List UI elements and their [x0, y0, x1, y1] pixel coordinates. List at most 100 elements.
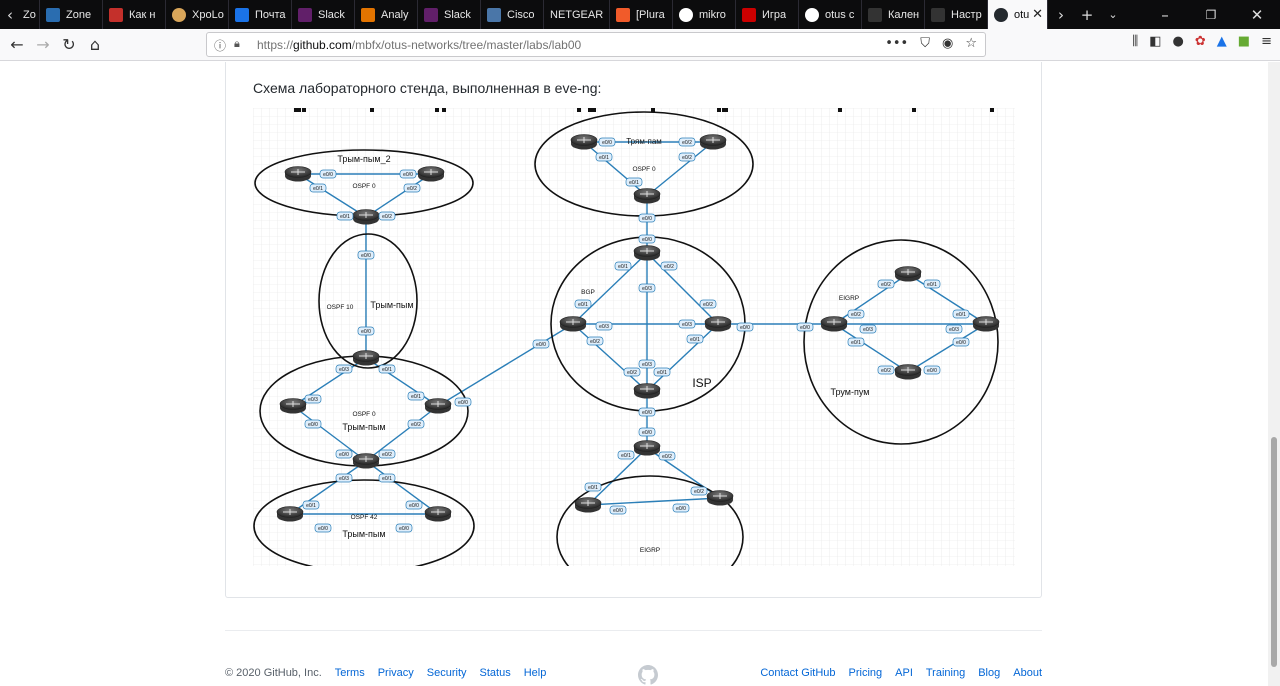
router-icon[interactable] — [352, 453, 380, 469]
router-icon[interactable] — [284, 166, 312, 182]
footer-link-contact[interactable]: Contact GitHub — [760, 667, 836, 679]
tab-scroll-right-button[interactable]: › — [1058, 5, 1064, 24]
port-badge: e0/0 — [672, 503, 690, 513]
footer-link-status[interactable]: Status — [479, 667, 511, 679]
menu-icon[interactable]: ≡ — [1261, 34, 1272, 49]
extension-icon[interactable]: ■ — [1237, 34, 1251, 49]
tab[interactable]: Кален — [862, 0, 925, 29]
router-icon[interactable] — [894, 266, 922, 282]
site-info-icon[interactable]: ⓘ — [214, 39, 227, 53]
tab[interactable]: [Plura — [610, 0, 673, 29]
extension-icon[interactable]: ✿ — [1194, 34, 1206, 49]
tab[interactable]: otus c — [799, 0, 862, 29]
router-label: R6 — [598, 108, 606, 110]
tab[interactable]: XpoLo — [166, 0, 229, 29]
library-icon[interactable]: ⫼ — [1132, 34, 1139, 49]
shield-icon[interactable]: ◉ — [942, 36, 954, 51]
tab-list-dropdown-icon[interactable]: ⌄ — [1108, 8, 1118, 21]
router-status-dot — [838, 108, 842, 112]
router-icon[interactable] — [352, 350, 380, 366]
router-icon[interactable] — [633, 188, 661, 204]
footer-link-pricing[interactable]: Pricing — [848, 667, 883, 679]
router-icon[interactable] — [820, 316, 848, 332]
scrollbar-thumb[interactable] — [1271, 437, 1277, 667]
bookmark-star-icon[interactable]: ☆ — [965, 36, 977, 51]
footer-link-training[interactable]: Training — [925, 667, 966, 679]
port-label: e0/0 — [458, 400, 468, 406]
router-icon[interactable] — [417, 166, 445, 182]
tab[interactable]: NETGEAR — [544, 0, 610, 29]
router-icon[interactable] — [559, 316, 587, 332]
zone-protocol: OSPF 0 — [352, 183, 376, 190]
restore-button[interactable]: ❐ — [1205, 7, 1217, 22]
footer-link-security[interactable]: Security — [426, 667, 467, 679]
tab[interactable]: Analy — [355, 0, 418, 29]
page-scrollbar[interactable] — [1268, 62, 1280, 686]
port-badge-bg — [595, 152, 613, 162]
router-label: R24 — [376, 108, 388, 110]
footer-link-blog[interactable]: Blog — [978, 667, 1001, 679]
github-logo-icon[interactable] — [638, 665, 658, 685]
back-button[interactable]: ← — [10, 35, 24, 54]
router-icon[interactable] — [699, 134, 727, 150]
new-tab-button[interactable]: + — [1080, 5, 1094, 24]
port-badge-bg — [532, 339, 550, 349]
tab[interactable]: Игра — [736, 0, 799, 29]
router-icon[interactable] — [352, 209, 380, 225]
router-icon[interactable] — [574, 497, 602, 513]
footer-link-about[interactable]: About — [1013, 667, 1042, 679]
router-icon[interactable] — [424, 506, 452, 522]
tab[interactable]: Zo — [20, 0, 40, 29]
zone-name: ISP — [692, 376, 711, 390]
footer-link-terms[interactable]: Terms — [334, 667, 365, 679]
router-icon[interactable] — [424, 398, 452, 414]
tab[interactable]: Slack — [292, 0, 355, 29]
tab[interactable]: Как н — [103, 0, 166, 29]
footer-link-help[interactable]: Help — [523, 667, 547, 679]
tab-scroll-left-button[interactable]: ‹ — [7, 5, 13, 24]
tab[interactable]: Настр — [925, 0, 988, 29]
port-badge-bg — [584, 482, 602, 492]
extension-drive-icon[interactable]: ▲ — [1216, 34, 1227, 49]
sidebar-icon[interactable]: ◧ — [1149, 34, 1162, 49]
link-line — [297, 173, 367, 218]
router-icon[interactable] — [633, 383, 661, 399]
router-icon[interactable] — [704, 316, 732, 332]
close-tab-icon[interactable]: ✕ — [1032, 6, 1043, 21]
router-icon[interactable] — [706, 490, 734, 506]
close-window-button[interactable]: ✕ — [1250, 5, 1264, 24]
tab-active[interactable]: otu✕ — [988, 0, 1048, 29]
link-line — [907, 273, 987, 325]
tab[interactable]: Zone — [40, 0, 103, 29]
footer-link-api[interactable]: API — [895, 667, 913, 679]
router-icon[interactable] — [633, 245, 661, 261]
tab[interactable]: Почта — [229, 0, 292, 29]
router-icon[interactable] — [972, 316, 1000, 332]
zone-name: Трум-пум — [831, 387, 870, 397]
port-badge: e0/0 — [736, 322, 754, 332]
router-arrows-icon — [431, 509, 445, 515]
minimize-button[interactable]: – — [1161, 5, 1169, 24]
router-icon[interactable] — [894, 364, 922, 380]
footer-link-privacy[interactable]: Privacy — [377, 667, 414, 679]
lock-icon[interactable]: 🔒︎ — [234, 37, 240, 50]
page-actions-icon[interactable]: ••• — [885, 36, 909, 51]
port-badge: e0/3 — [678, 319, 696, 329]
router-icon[interactable] — [633, 440, 661, 456]
tab[interactable]: Cisco — [481, 0, 544, 29]
pocket-icon[interactable]: ⛉ — [920, 36, 930, 51]
tab[interactable]: mikro — [673, 0, 736, 29]
home-button[interactable]: ⌂ — [89, 35, 101, 54]
readme-card: Схема лабораторного стенда, выполненная … — [225, 62, 1042, 598]
forward-button[interactable]: → — [36, 35, 50, 54]
reload-button[interactable]: ↻ — [62, 35, 76, 54]
navigation-bar: ← → ↻ ⌂ ⓘ 🔒︎ https://github.com/mbfx/otu… — [0, 29, 1280, 61]
zone-protocol: EIGRP — [839, 295, 859, 302]
url-text[interactable]: https://github.com/mbfx/otus-networks/tr… — [257, 38, 581, 52]
router-icon[interactable] — [279, 398, 307, 414]
router-icon[interactable] — [276, 506, 304, 522]
account-icon[interactable]: ● — [1172, 34, 1184, 49]
tab[interactable]: Slack — [418, 0, 481, 29]
address-bar[interactable]: ⓘ 🔒︎ https://github.com/mbfx/otus-networ… — [206, 32, 986, 57]
router-icon[interactable] — [570, 134, 598, 150]
